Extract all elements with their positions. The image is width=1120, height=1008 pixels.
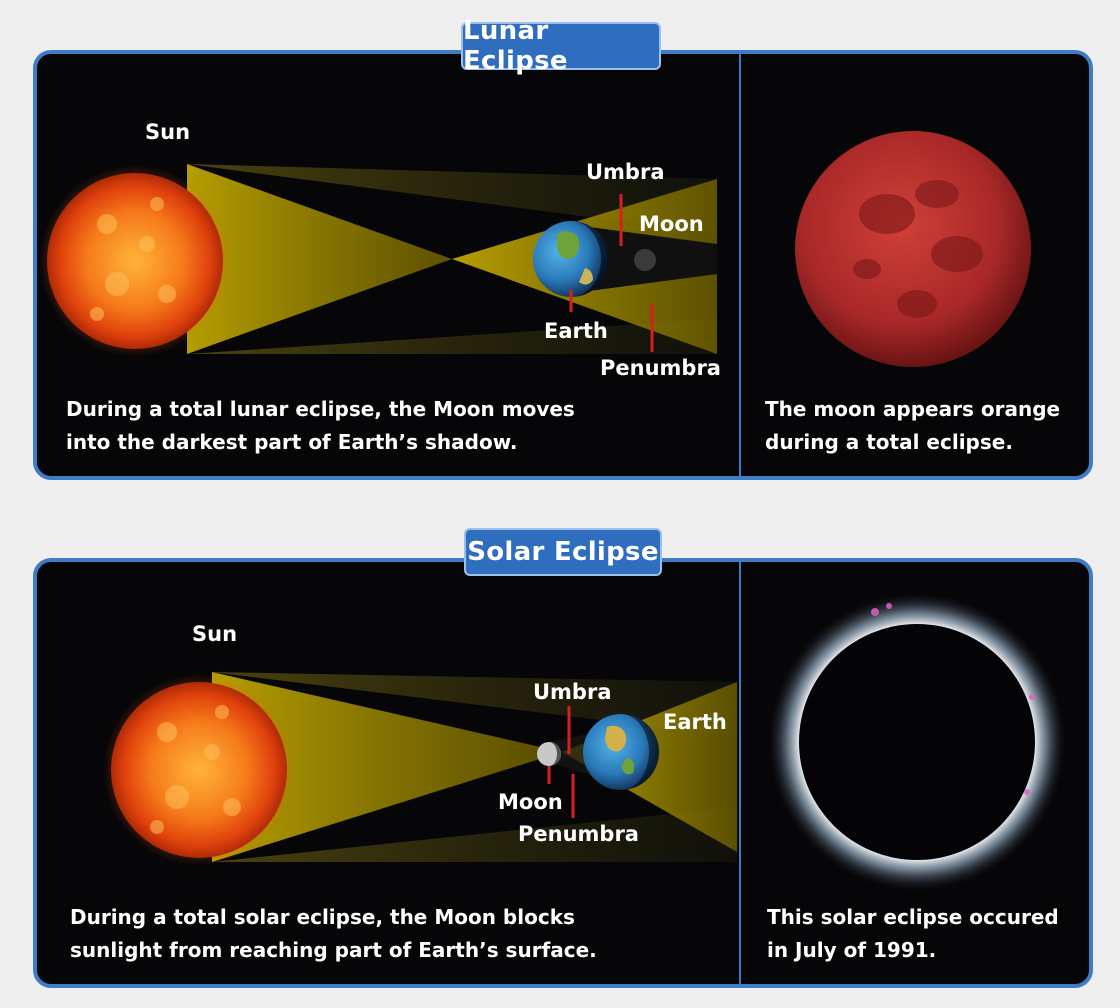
lunar-label-sun: Sun [145,120,191,144]
lunar-label-penumbra: Penumbra [600,356,721,380]
solar-moon [537,742,561,766]
solar-divider [739,562,741,984]
lunar-caption: During a total lunar eclipse, the Moon m… [66,393,575,459]
lunar-moon [634,249,656,271]
solar-photo-caption-line2: in July of 1991. [767,938,937,962]
solar-label-sun: Sun [192,622,238,646]
lunar-photo-caption-line2: during a total eclipse. [765,430,1013,454]
lunar-eclipse-panel: Sun Umbra Moon Earth Penumbra During a t… [33,50,1093,480]
solar-label-penumbra: Penumbra [518,822,639,846]
solar-moon-shade [549,742,561,766]
solar-eclipse-title: Solar Eclipse [464,528,662,576]
solar-label-moon: Moon [498,790,563,814]
blood-moon-maria [853,180,983,318]
lunar-label-umbra: Umbra [586,160,665,184]
solar-earth-shade [621,714,659,790]
lunar-earth-shade [571,221,609,297]
solar-diagram [103,592,1067,892]
solar-sun-texture [150,705,241,834]
solar-label-earth: Earth [663,710,727,734]
lunar-earth-land-2 [579,268,593,285]
solar-photo-caption-line1: This solar eclipse occured [767,905,1059,929]
lunar-caption-line1: During a total lunar eclipse, the Moon m… [66,397,575,421]
lunar-earth-land [557,231,580,259]
solar-caption-line1: During a total solar eclipse, the Moon b… [70,905,575,929]
lunar-diagram [39,131,1031,367]
solar-caption: During a total solar eclipse, the Moon b… [70,901,597,967]
lunar-photo-caption-line1: The moon appears orange [765,397,1061,421]
lunar-label-earth: Earth [544,319,608,343]
solar-penumbra-lower [212,807,737,862]
solar-earth-land-2 [621,757,635,775]
lunar-divider [739,54,741,476]
lunar-light-cone [187,164,452,354]
solar-earth-land [605,725,627,752]
solar-earth [583,714,659,790]
lunar-photo-caption: The moon appears orange during a total e… [765,393,1060,459]
solar-eclipse-panel: Sun Umbra Earth Moon Penumbra During a t… [33,558,1093,988]
lunar-sun-texture [90,197,176,321]
lunar-caption-line2: into the darkest part of Earth’s shadow. [66,430,518,454]
blood-moon-photo [795,131,1031,367]
solar-sun [111,682,287,858]
lunar-sun [47,173,223,349]
lunar-label-moon: Moon [639,212,704,236]
solar-light-cone [212,672,562,862]
solar-caption-line2: sunlight from reaching part of Earth’s s… [70,938,597,962]
lunar-penumbra-lower [187,319,717,354]
eclipsed-sun-disk [799,624,1035,860]
lunar-penumbra-upper [187,164,717,234]
solar-label-umbra: Umbra [533,680,612,704]
lunar-eclipse-title: Lunar Eclipse [461,16,661,76]
solar-photo-caption: This solar eclipse occured in July of 19… [767,901,1059,967]
solar-prominences [871,603,1035,795]
